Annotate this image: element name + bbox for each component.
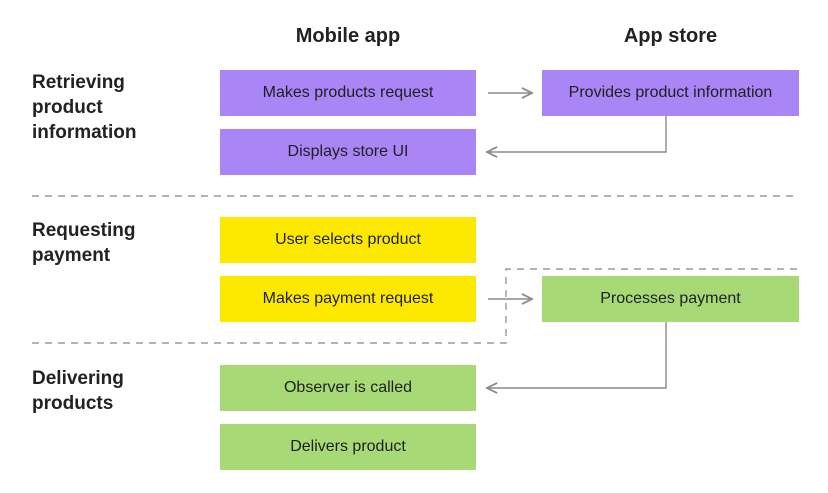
box-provides-product-information: Provides product information [542,70,799,116]
box-makes-payment-request: Makes payment request [220,276,476,322]
box-observer-is-called: Observer is called [220,365,476,411]
arrow-process-to-observer [487,322,667,388]
arrow-store-to-display [487,116,667,152]
box-displays-store-ui: Displays store UI [220,129,476,175]
box-delivers-product: Delivers product [220,424,476,470]
box-processes-payment: Processes payment [542,276,799,322]
section-label-delivering: Delivering products [32,368,124,414]
section-label-requesting: Requesting payment [32,220,136,266]
column-header-mobile-app: Mobile app [295,25,401,47]
box-makes-products-request: Makes products request [220,70,476,116]
divider-requesting-delivering [32,268,799,344]
box-user-selects-product: User selects product [220,217,476,263]
column-header-app-store: App store [623,25,718,47]
section-label-retrieving: Retrieving product information [32,72,137,143]
